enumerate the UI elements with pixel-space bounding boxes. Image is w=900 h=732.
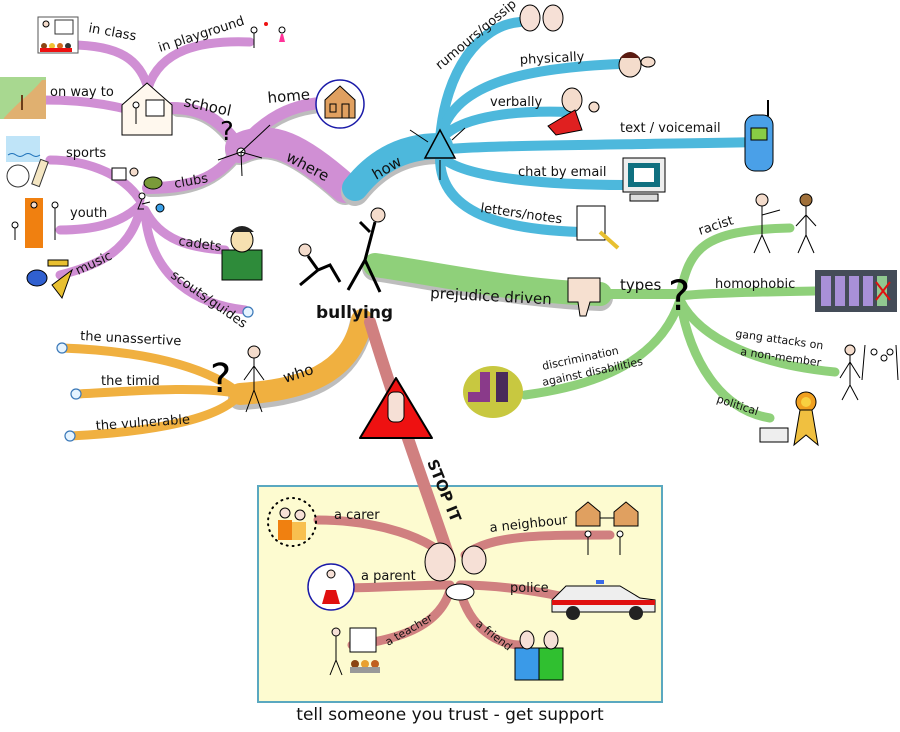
label-a-carer: a carer (334, 508, 380, 523)
classroom-icon (37, 16, 79, 54)
how-triangle-icon (409, 127, 466, 180)
leaf-node (70, 388, 82, 400)
label-types: types (620, 276, 662, 294)
notepad-icon (576, 205, 620, 250)
playground-icon (250, 22, 286, 48)
shouting-man-icon (547, 87, 600, 136)
label-the-vulnerable: the vulnerable (95, 412, 190, 434)
punch-icon (618, 52, 656, 78)
talking-faces-icon (424, 542, 487, 601)
home-icon (315, 79, 365, 129)
where-question-icon: ? (217, 117, 271, 177)
label-a-parent: a parent (361, 569, 416, 584)
disability-icon (463, 366, 523, 418)
mobile-phone-icon (744, 100, 774, 172)
svg-text:?: ? (220, 117, 234, 147)
music-instruments-icon (26, 259, 74, 300)
label-clubs: clubs (173, 171, 209, 192)
label-youth: youth (70, 206, 107, 221)
label-political: political (715, 392, 760, 418)
central-topic-bullying: bullying (316, 303, 393, 323)
label-physically: physically (519, 50, 585, 68)
teacher-icon (329, 627, 380, 676)
leaf-node (64, 430, 76, 442)
path-to-school-icon (0, 77, 46, 119)
cadet-soldier-icon (221, 226, 263, 281)
types-branch (362, 223, 840, 423)
carers-icon (267, 497, 317, 547)
label-rumours-gossip: rumours/gossip (433, 0, 520, 73)
label-on-way-to: on way to (50, 85, 114, 100)
label-home: home (267, 85, 311, 107)
gang-icon (839, 344, 899, 401)
friends-icon (514, 630, 564, 681)
label-text-voicemail: text / voicemail (620, 121, 721, 136)
types-question-icon: ? (668, 271, 690, 320)
thumbs-down-icon (567, 277, 601, 317)
label-chat-by-email: chat by email (518, 165, 607, 180)
cricket-bat-icon (31, 158, 49, 188)
label-the-timid: the timid (101, 374, 160, 389)
leaf-node (242, 306, 254, 318)
label-cadets: cadets (177, 234, 222, 255)
school-icon (121, 82, 173, 136)
swimming-icon (6, 136, 41, 162)
computer-email-icon (622, 157, 666, 202)
leaf-node (56, 342, 68, 354)
homophobic-group-icon (815, 270, 897, 312)
stop-hand-icon (359, 377, 433, 439)
label-music: music (73, 249, 114, 279)
bullying-figures-icon (298, 207, 386, 293)
parent-icon (307, 563, 355, 611)
who-question-person-icon: ? (210, 345, 265, 413)
racist-figures-icon (753, 193, 817, 254)
label-homophobic: homophobic (715, 277, 795, 292)
svg-text:?: ? (210, 356, 231, 402)
police-car-icon (551, 580, 656, 620)
gossip-faces-icon (519, 4, 564, 32)
neighbours-icon (575, 501, 639, 555)
label-sports: sports (66, 146, 106, 161)
football-icon (6, 164, 30, 188)
youth-icon (11, 198, 59, 248)
who-branch (56, 309, 374, 442)
label-police: police (510, 581, 549, 596)
ballot-rosette-icon (759, 391, 819, 447)
label-verbally: verbally (490, 95, 542, 110)
caption: tell someone you trust - get support (296, 705, 604, 725)
club-figures-icon (111, 167, 165, 213)
label-in-class: in class (87, 21, 137, 44)
svg-text:?: ? (668, 271, 690, 320)
label-the-unassertive: the unassertive (80, 329, 182, 349)
